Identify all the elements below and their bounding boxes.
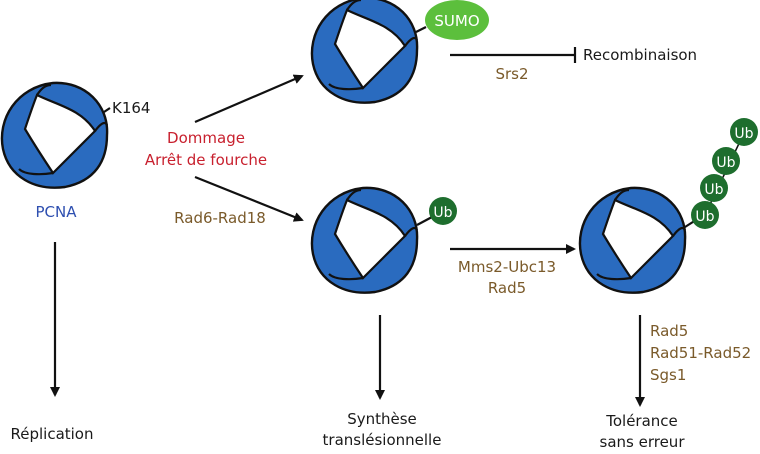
rad6-rad18-label: Rad6-Rad18 [174, 209, 266, 227]
ub-chain-label-2: Ub [704, 182, 723, 198]
sumoylation-arrow [194, 74, 304, 124]
sumo-linker [415, 26, 427, 33]
ub-chain-unit-1 [691, 201, 719, 229]
pcna-polyub-ring [578, 186, 687, 294]
factor-rad5: Rad5 [650, 322, 688, 340]
k164-tick [103, 107, 111, 113]
factor-sgs1: Sgs1 [650, 366, 686, 384]
pcna-ring [0, 81, 109, 189]
recombination-label: Recombinaison [583, 46, 697, 64]
factor-rad51-rad52: Rad51-Rad52 [650, 344, 751, 362]
replication-label: Réplication [10, 425, 93, 443]
k164-label: K164 [112, 99, 150, 117]
mms2-ubc13-label: Mms2-Ubc13 [458, 258, 556, 276]
pcna-monoub-ring [310, 186, 419, 294]
ub-chain: Ub Ub Ub Ub [691, 118, 758, 229]
pcna-sumo-ring [310, 0, 419, 104]
ub-chain-label-3: Ub [716, 155, 735, 171]
ub-chain-unit-2 [700, 174, 728, 202]
rad5-label: Rad5 [488, 279, 526, 297]
ub-label: Ub [433, 205, 452, 221]
pcna-label: PCNA [35, 203, 77, 221]
sumo-label: SUMO [434, 12, 479, 30]
ub-linker [416, 216, 433, 226]
ub-chain-unit-3 [712, 147, 740, 175]
fork-stall-label: Arrêt de fourche [145, 151, 267, 169]
sumo-modifier [425, 0, 489, 40]
ub-modifier [429, 197, 457, 225]
ub-chain-unit-4 [730, 118, 758, 146]
monoubiquitination-arrow [194, 175, 304, 222]
tls-label-line2: translésionnelle [323, 431, 442, 449]
damage-label: Dommage [167, 129, 245, 147]
tls-label-line1: Synthèse [347, 410, 417, 428]
srs2-label: Srs2 [495, 65, 528, 83]
error-free-label-line1: Tolérance [605, 412, 678, 430]
ub-chain-label-1: Ub [695, 209, 714, 225]
error-free-label-line2: sans erreur [600, 433, 686, 451]
ub-chain-label-4: Ub [734, 126, 753, 142]
